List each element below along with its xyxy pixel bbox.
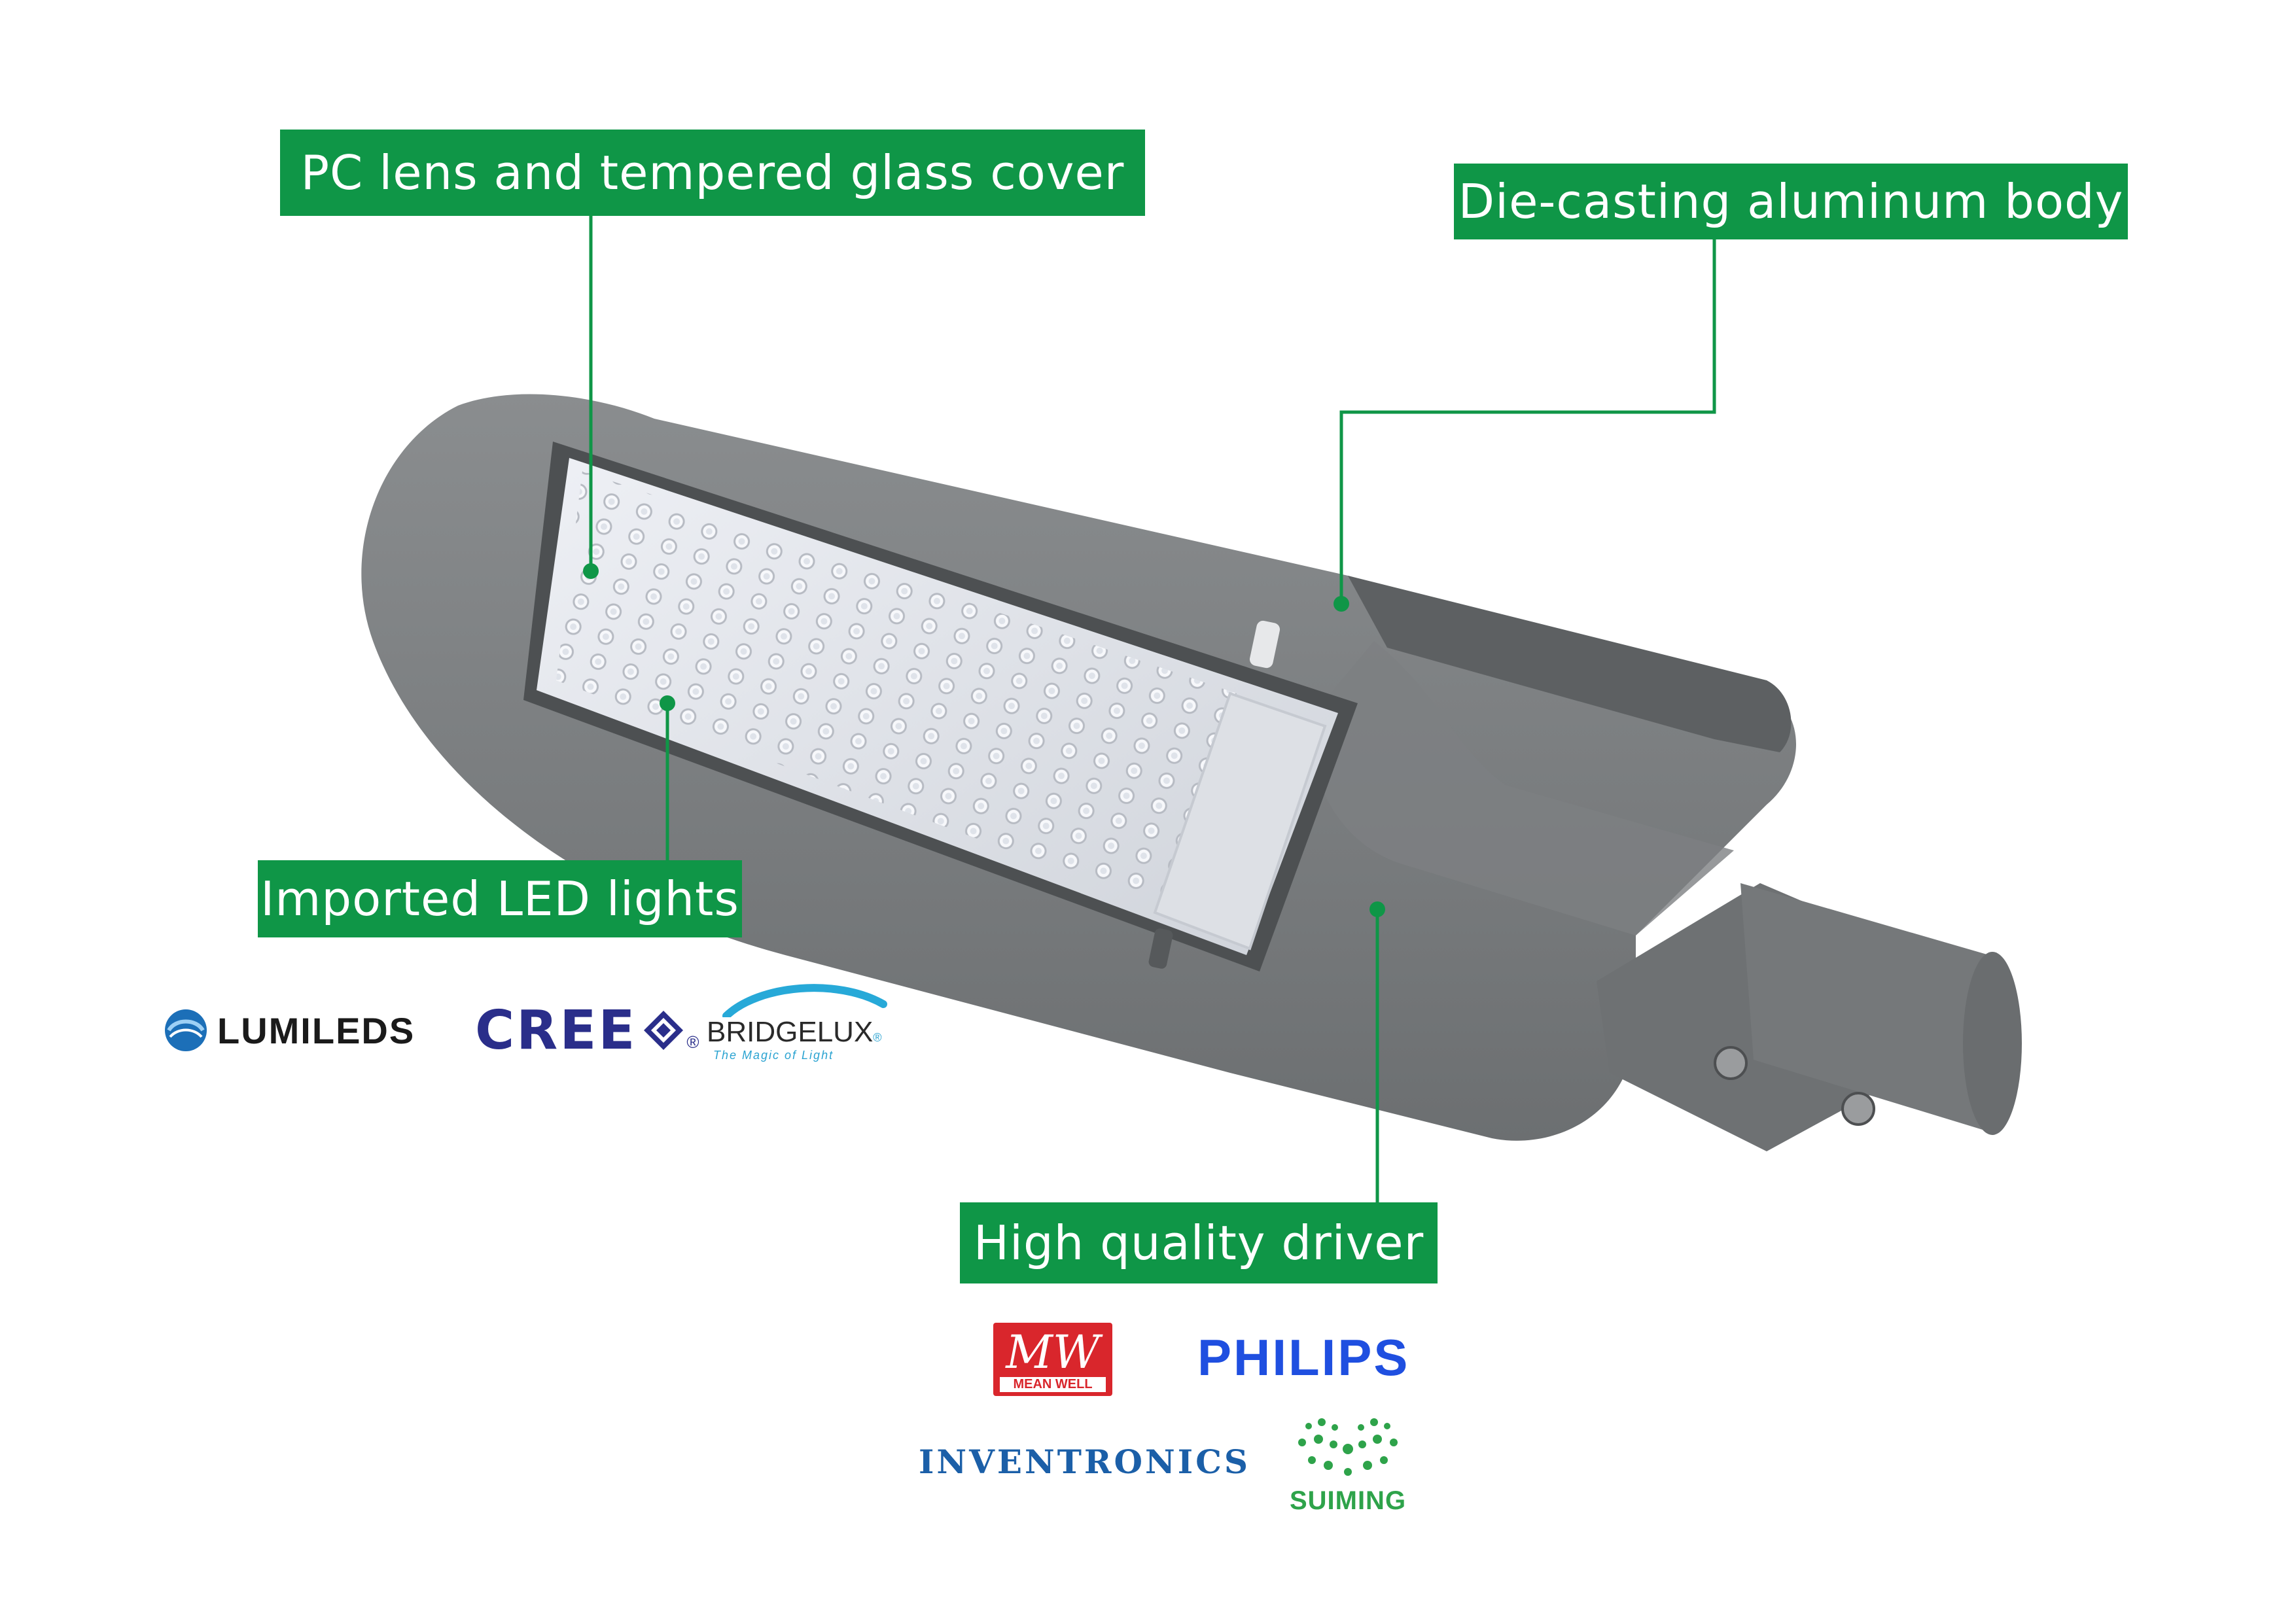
- cree-text: CREE: [475, 999, 637, 1062]
- cree-logo: CREE ®: [475, 998, 699, 1063]
- lamp-rear-housing: [1348, 576, 1792, 752]
- callout-lens-label: PC lens and tempered glass cover: [280, 130, 1145, 216]
- leader-dot-body: [1333, 596, 1349, 612]
- callout-body-label: Die-casting aluminum body: [1454, 164, 2128, 239]
- meanwell-logo: MW MEAN WELL: [993, 1323, 1112, 1396]
- lens-end-panel: [1153, 691, 1327, 951]
- bridgelux-registered-mark: ®: [873, 1031, 882, 1044]
- callout-led-label: Imported LED lights: [258, 860, 742, 937]
- bridgelux-tagline: The Magic of Light: [713, 1049, 834, 1062]
- lamp-shoulder: [1309, 641, 1734, 935]
- inventronics-text: INVENTRONICS: [919, 1442, 1251, 1481]
- led-array: [556, 471, 1237, 909]
- meanwell-mark: MW: [1006, 1325, 1100, 1379]
- lamp-slot-lower: [1148, 928, 1173, 969]
- bridgelux-arc-icon: [722, 984, 887, 1017]
- leader-dot-driver: [1369, 901, 1385, 917]
- cree-diamond-icon: [644, 1011, 684, 1050]
- lamp-bolt-2: [1841, 1092, 1875, 1126]
- inventronics-logo: INVENTRONICS: [919, 1442, 1250, 1481]
- philips-logo: PHILIPS: [1197, 1329, 1410, 1386]
- meanwell-name: MEAN WELL: [1000, 1377, 1106, 1392]
- suiming-logo: SUIMING: [1276, 1413, 1420, 1518]
- lumileds-logo: LUMILEDS: [162, 1004, 415, 1056]
- bridgelux-logo: BRIDGELUX ® The Magic of Light: [707, 978, 896, 1063]
- leader-dot-led: [660, 695, 675, 711]
- lamp-bolt-1: [1714, 1046, 1748, 1080]
- suiming-text: SUIMING: [1289, 1486, 1407, 1515]
- lumileds-text: LUMILEDS: [217, 1009, 415, 1051]
- leader-dot-lens: [583, 563, 599, 579]
- cree-registered-mark: ®: [686, 1032, 699, 1052]
- lamp-mount-end: [1963, 952, 2022, 1135]
- lamp-mount-pipe: [1740, 883, 2009, 1132]
- lamp-slot: [1249, 620, 1280, 669]
- callout-driver-label: High quality driver: [960, 1202, 1438, 1283]
- bridgelux-text: BRIDGELUX: [707, 1016, 874, 1048]
- lumileds-globe-icon: [165, 1009, 207, 1051]
- leader-line-body: [1339, 239, 1716, 602]
- suiming-dots-icon: [1298, 1418, 1398, 1476]
